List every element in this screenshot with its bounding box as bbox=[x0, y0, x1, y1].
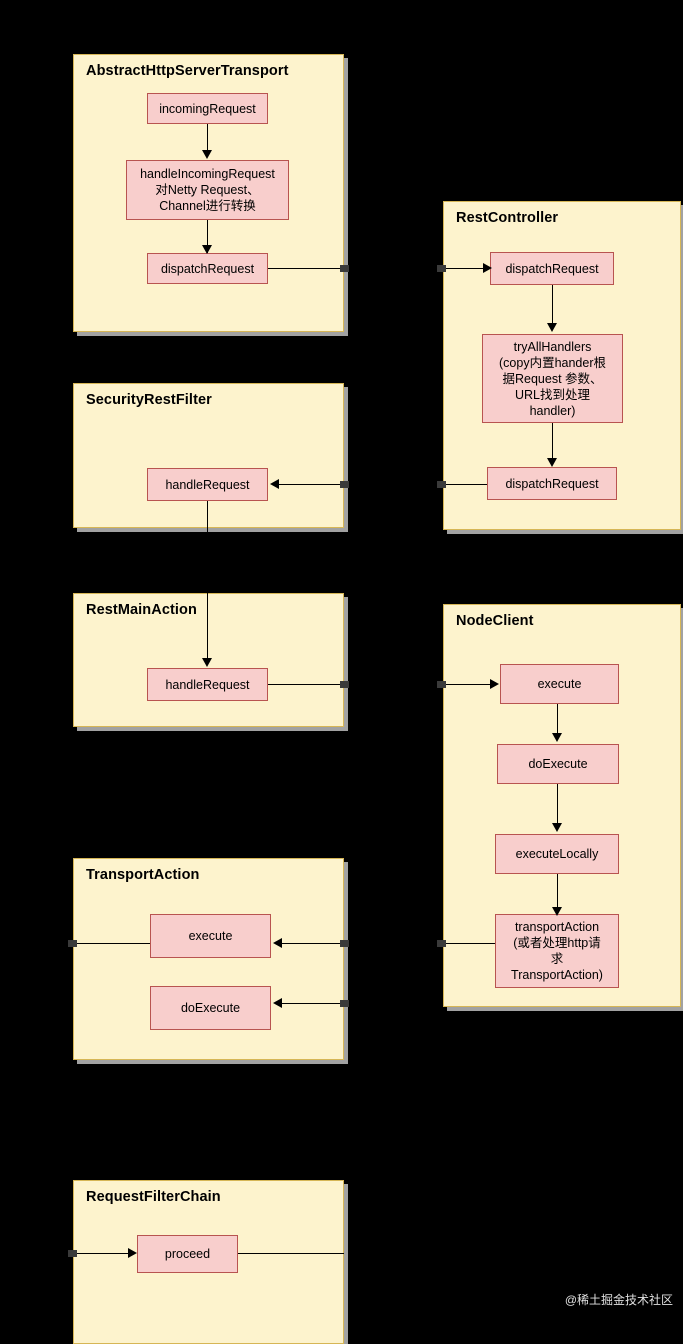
box-label: dispatchRequest bbox=[505, 476, 599, 491]
box-nodeclient-transport-action[interactable]: transportAction (或者处理http请 求 TransportAc… bbox=[495, 914, 619, 988]
box-label: incomingRequest bbox=[159, 101, 256, 116]
box-label: executeLocally bbox=[515, 847, 599, 861]
arrowhead-down bbox=[552, 907, 562, 916]
connector-terminal bbox=[68, 1250, 77, 1257]
connector-nodeclient-to-transportaction-2 bbox=[281, 943, 344, 944]
box-incoming-request[interactable]: incomingRequest bbox=[147, 93, 268, 124]
connector-restcontroller-to-securityfilter bbox=[443, 484, 487, 485]
connector-doexecute-to-executelocally bbox=[557, 784, 558, 830]
lane-title: RestController bbox=[456, 210, 559, 226]
box-security-handle-request[interactable]: handleRequest bbox=[147, 468, 268, 501]
box-try-all-handlers[interactable]: tryAllHandlers (copy内置hander根 据Request 参… bbox=[482, 334, 623, 423]
watermark: @稀土掘金技术社区 bbox=[564, 1293, 673, 1307]
connector-transport-to-restcontroller-2 bbox=[438, 268, 490, 269]
box-label: execute bbox=[188, 929, 233, 943]
arrowhead-down bbox=[202, 245, 212, 254]
arrowhead-down bbox=[552, 733, 562, 742]
arrowhead-down bbox=[202, 150, 212, 159]
connector-terminal bbox=[340, 265, 349, 272]
connector-transportaction-execute-left bbox=[73, 943, 150, 944]
arrowhead-left bbox=[270, 479, 279, 489]
connector-restmainaction-to-nodeclient bbox=[268, 684, 344, 685]
box-label: transportAction (或者处理http请 求 TransportAc… bbox=[511, 920, 603, 982]
arrowhead-down bbox=[547, 458, 557, 467]
connector-tryallhandlers-to-dispatch bbox=[552, 423, 553, 465]
lane-title: NodeClient bbox=[456, 613, 534, 629]
arrowhead-right bbox=[128, 1248, 137, 1258]
arrowhead-left bbox=[273, 938, 282, 948]
connector-dispatch-to-tryallhandlers bbox=[552, 285, 553, 330]
connector-restmainaction-to-nodeclient-2 bbox=[438, 684, 496, 685]
connector-terminal bbox=[340, 940, 349, 947]
box-label: tryAllHandlers (copy内置hander根 据Request 参… bbox=[499, 339, 606, 418]
box-nodeclient-execute[interactable]: execute bbox=[500, 664, 619, 704]
connector-terminal bbox=[437, 265, 446, 272]
box-dispatch-request[interactable]: dispatchRequest bbox=[147, 253, 268, 284]
connector-proceed-out bbox=[238, 1253, 344, 1254]
connector-terminal bbox=[437, 481, 446, 488]
lane-title: SecurityRestFilter bbox=[86, 392, 212, 408]
connector-restcontroller-to-securityfilter-2 bbox=[278, 484, 344, 485]
box-label: execute bbox=[537, 677, 582, 691]
connector-transport-to-restcontroller bbox=[268, 268, 344, 269]
box-label: handleRequest bbox=[165, 477, 250, 492]
connector-terminal bbox=[340, 1000, 349, 1007]
connector-terminal bbox=[437, 681, 446, 688]
box-rc-dispatch-request-in[interactable]: dispatchRequest bbox=[490, 252, 614, 285]
arrowhead-left bbox=[273, 998, 282, 1008]
box-label: doExecute bbox=[180, 1001, 241, 1015]
connector-incoming-to-handle bbox=[207, 124, 208, 156]
box-nodeclient-execute-locally[interactable]: executeLocally bbox=[495, 834, 619, 874]
box-rc-dispatch-request-out[interactable]: dispatchRequest bbox=[487, 467, 617, 500]
connector-execute-to-doexecute bbox=[557, 704, 558, 740]
box-transportaction-execute[interactable]: execute bbox=[150, 914, 271, 958]
connector-terminal bbox=[68, 940, 77, 947]
lane-title: AbstractHttpServerTransport bbox=[86, 63, 289, 79]
box-label: proceed bbox=[164, 1247, 211, 1261]
box-label: handleRequest bbox=[165, 677, 250, 692]
lane-title: RequestFilterChain bbox=[86, 1189, 221, 1205]
connector-handle-to-dispatch bbox=[207, 220, 208, 253]
connector-into-proceed bbox=[73, 1253, 129, 1254]
arrowhead-right bbox=[490, 679, 499, 689]
box-label: dispatchRequest bbox=[505, 261, 599, 276]
box-handle-incoming-request[interactable]: handleIncomingRequest 对Netty Request、 Ch… bbox=[126, 160, 289, 220]
connector-executelocally-to-transportaction bbox=[557, 874, 558, 914]
box-nodeclient-do-execute[interactable]: doExecute bbox=[497, 744, 619, 784]
box-proceed[interactable]: proceed bbox=[137, 1235, 238, 1273]
connector-terminal bbox=[437, 940, 446, 947]
connector-terminal bbox=[340, 481, 349, 488]
box-label: dispatchRequest bbox=[160, 261, 255, 276]
connector-securityfilter-to-restmainaction bbox=[207, 501, 208, 664]
lane-title: TransportAction bbox=[86, 867, 200, 883]
connector-into-transportaction-doexecute bbox=[281, 1003, 344, 1004]
connector-terminal bbox=[340, 681, 349, 688]
arrowhead-right bbox=[483, 263, 492, 273]
box-label: doExecute bbox=[528, 757, 588, 771]
box-label: handleIncomingRequest 对Netty Request、 Ch… bbox=[140, 167, 275, 213]
box-restmain-handle-request[interactable]: handleRequest bbox=[147, 668, 268, 701]
arrowhead-down bbox=[552, 823, 562, 832]
box-transportaction-do-execute[interactable]: doExecute bbox=[150, 986, 271, 1030]
lane-security-rest-filter: SecurityRestFilter bbox=[73, 383, 344, 528]
arrowhead-down bbox=[547, 323, 557, 332]
connector-nodeclient-to-transportaction bbox=[443, 943, 495, 944]
lane-title: RestMainAction bbox=[86, 602, 197, 618]
